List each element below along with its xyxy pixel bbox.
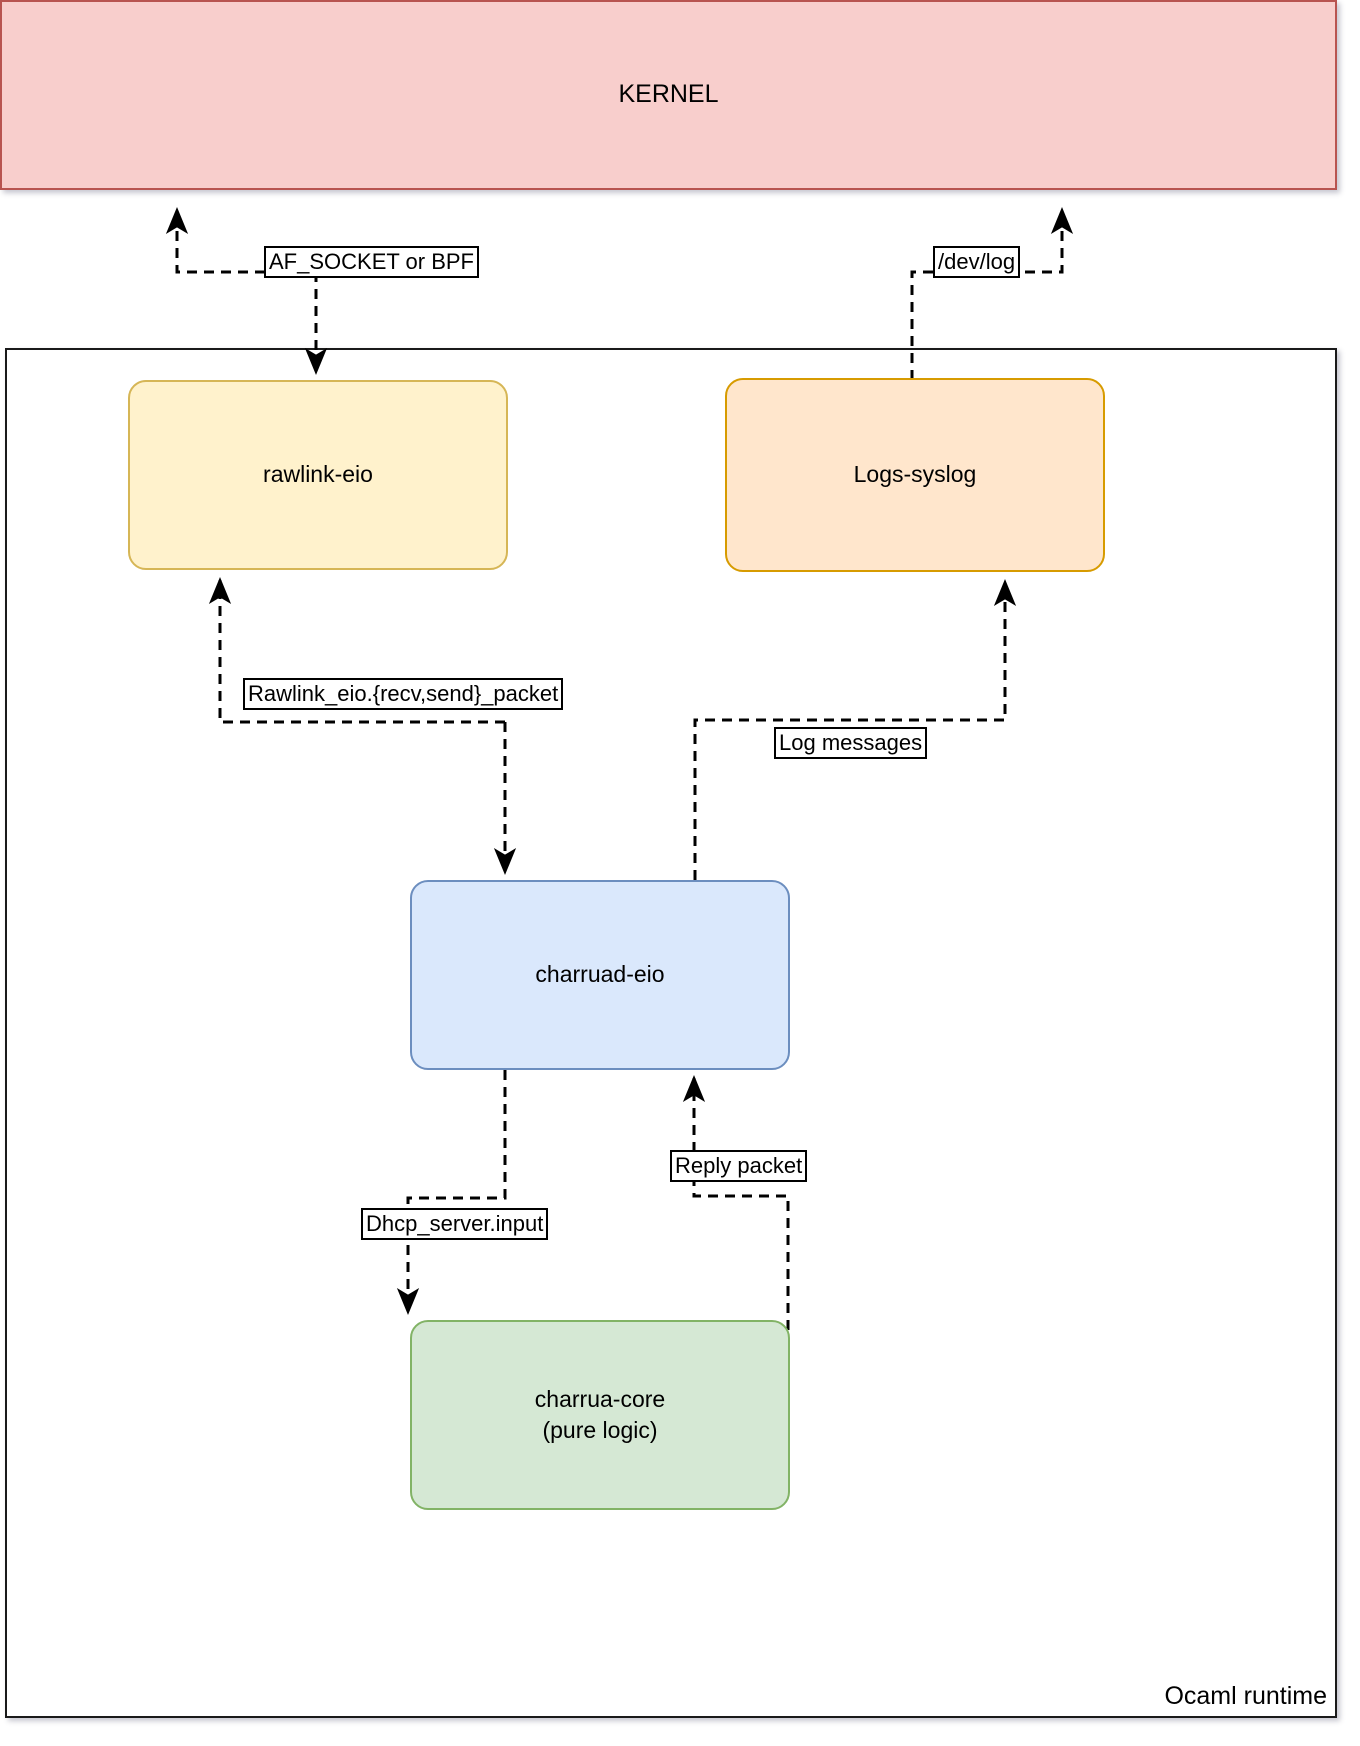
node-charrua-core[interactable]: charrua-core (pure logic): [410, 1320, 790, 1510]
edge-label-dev-log: /dev/log: [933, 246, 1021, 279]
node-charruad-eio[interactable]: charruad-eio: [410, 880, 790, 1070]
kernel-label: KERNEL: [618, 80, 719, 109]
ocaml-runtime-label: Ocaml runtime: [1164, 1682, 1327, 1711]
edge-label-dhcp-server-input: Dhcp_server.input: [361, 1208, 549, 1241]
node-logs-syslog-label: Logs-syslog: [853, 461, 977, 488]
edge-label-reply-packet: Reply packet: [670, 1150, 808, 1183]
node-logs-syslog[interactable]: Logs-syslog: [725, 378, 1105, 572]
node-charruad-eio-label: charruad-eio: [535, 961, 665, 988]
edge-label-log-messages: Log messages: [774, 727, 928, 760]
edge-label-rawlink-packet: Rawlink_eio.{recv,send}_packet: [243, 678, 564, 711]
node-rawlink-eio[interactable]: rawlink-eio: [128, 380, 508, 570]
edge-label-af-socket: AF_SOCKET or BPF: [264, 246, 479, 279]
node-rawlink-eio-label: rawlink-eio: [263, 461, 373, 488]
node-charrua-core-label: charrua-core (pure logic): [534, 1385, 666, 1443]
kernel-block[interactable]: KERNEL: [0, 0, 1337, 190]
